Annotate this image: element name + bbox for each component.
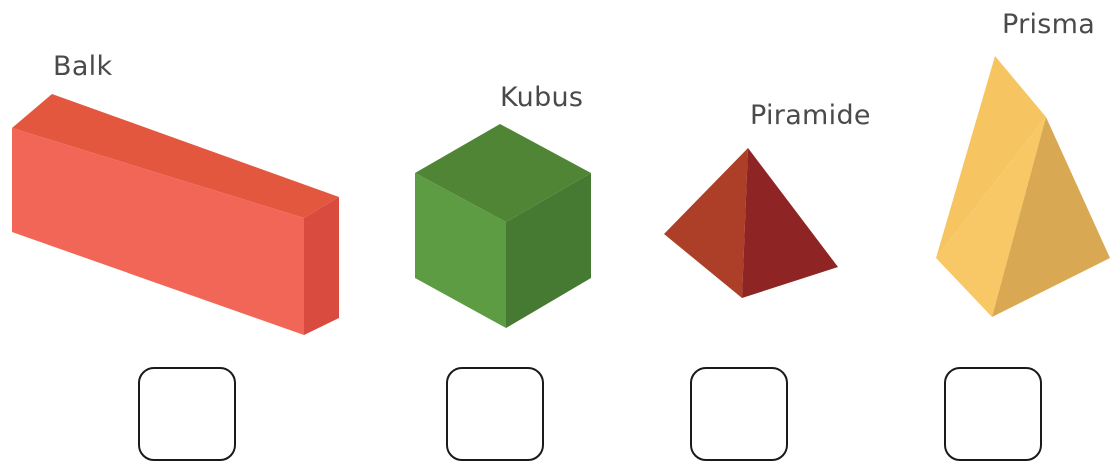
- label-balk: Balk: [53, 51, 113, 82]
- balk-side-face: [304, 197, 339, 335]
- balk-front-face: [12, 128, 304, 335]
- answer-box-kubus[interactable]: [446, 367, 544, 461]
- piramide-right-face: [742, 148, 838, 298]
- piramide-shape: [664, 148, 838, 298]
- label-kubus: Kubus: [500, 82, 584, 113]
- prisma-left-face: [936, 56, 1046, 258]
- kubus-left-face: [415, 173, 506, 328]
- prisma-front-face: [936, 117, 1046, 317]
- piramide-left-face: [664, 148, 748, 298]
- label-prisma: Prisma: [1002, 9, 1096, 40]
- kubus-shape: [415, 124, 591, 328]
- label-piramide: Piramide: [750, 100, 871, 131]
- prisma-shape: [936, 56, 1110, 317]
- answer-box-balk[interactable]: [138, 367, 236, 461]
- balk-shape: [12, 94, 339, 335]
- balk-top-face: [12, 94, 339, 218]
- answer-box-piramide[interactable]: [690, 367, 788, 461]
- kubus-top-face: [415, 124, 591, 222]
- prisma-right-face: [992, 117, 1110, 317]
- answer-box-prisma[interactable]: [944, 367, 1042, 461]
- kubus-right-face: [506, 173, 591, 328]
